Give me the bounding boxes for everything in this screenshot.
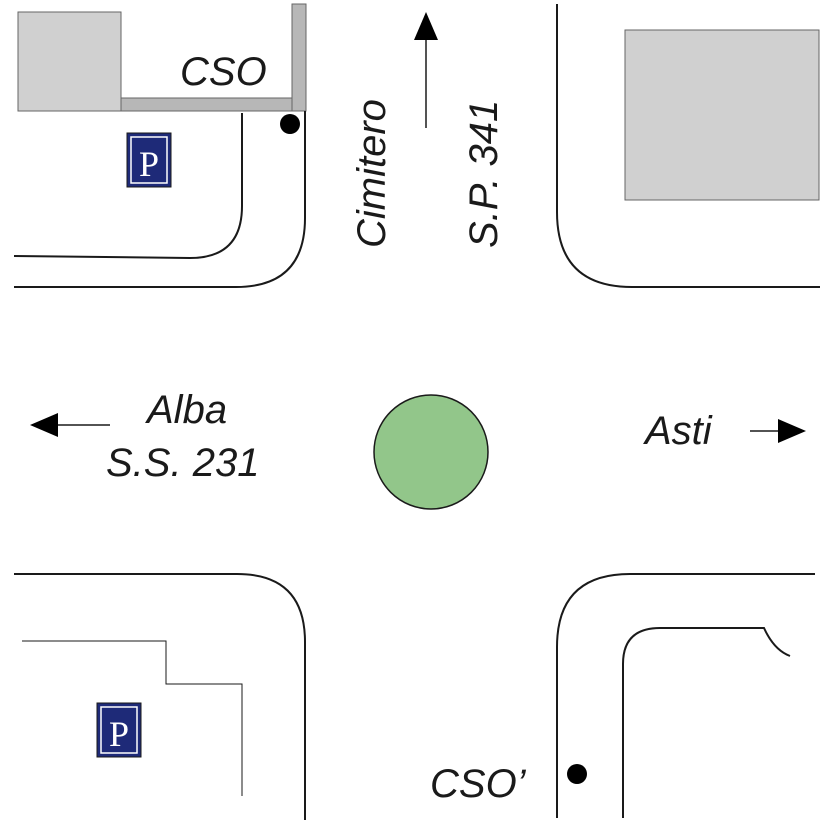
parking-symbol: P — [139, 144, 159, 184]
road-edge-bottom-right — [556, 573, 815, 818]
cso-prime-marker — [567, 764, 587, 784]
road-edge-top-left-inner — [13, 113, 243, 260]
building-top-right — [624, 29, 820, 201]
arrow-east-icon — [750, 419, 806, 443]
road-edge-bottom-right-inner — [622, 627, 791, 818]
parking-sign-top: P — [126, 132, 172, 188]
wall-vertical — [291, 3, 307, 112]
label-cimitero: Cimitero — [350, 99, 394, 248]
roundabout — [373, 394, 489, 510]
label-cso: CSO — [180, 50, 267, 94]
arrow-west-icon — [30, 413, 110, 437]
road-edge-top-left-outer — [14, 111, 306, 288]
label-alba: Alba — [145, 388, 227, 432]
lot-boundary-bottom-left — [22, 640, 243, 796]
road-edge-top-right — [556, 4, 820, 288]
label-sp341: S.P. 341 — [462, 100, 506, 248]
label-cso-prime: CSO’ — [430, 762, 527, 806]
label-ss231: S.S. 231 — [106, 441, 259, 485]
parking-sign-bottom: P — [96, 702, 142, 758]
label-asti: Asti — [643, 409, 713, 453]
arrow-north-icon — [414, 12, 438, 128]
wall-horizontal — [120, 97, 307, 112]
cso-marker — [280, 114, 300, 134]
road-edge-bottom-left — [14, 573, 306, 820]
building-top-left — [17, 11, 122, 112]
parking-symbol: P — [109, 714, 129, 754]
